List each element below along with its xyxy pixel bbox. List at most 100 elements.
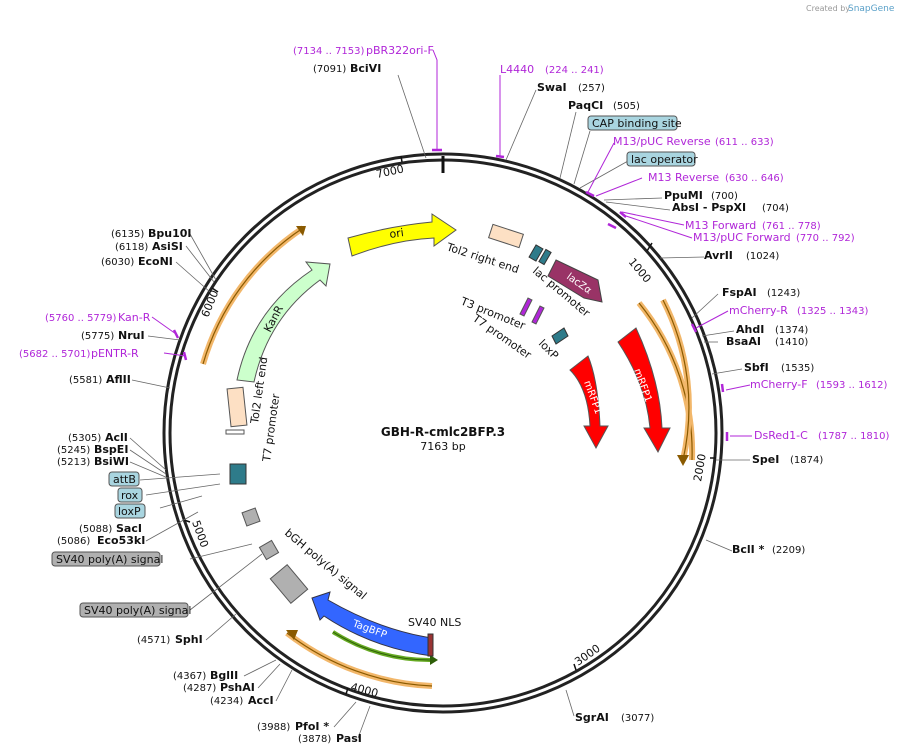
rox-box[interactable]: rox [117,487,143,503]
site-ahdi-name[interactable]: AhdI [736,323,764,336]
orf-arc-green-line [332,631,433,661]
primer-m13-fwd-pos: (761 .. 778) [762,221,821,232]
primer-m13puc-rev-name[interactable]: M13/pUC Reverse [613,135,711,148]
attb-box[interactable]: attB [108,471,140,487]
mrfp1-feature-right [617,327,671,454]
site-bcli-pos: (2209) [772,545,805,556]
site-avrii-name[interactable]: AvrII [704,249,733,262]
sv40-polya-box-1-label: SV40 poly(A) signal [56,553,163,566]
orf-arrow-right [677,455,689,466]
site-pasi-name[interactable]: PasI [336,732,362,745]
lacza-feature [547,259,603,303]
rox-box-label: rox [121,489,139,502]
site-nrui-name[interactable]: NruI [118,329,145,342]
sv40-polya-box-2[interactable]: SV40 poly(A) signal [79,602,191,618]
site-spei-name[interactable]: SpeI [752,453,779,466]
primer-kanr-pos: (5760 .. 5779) [45,313,117,324]
site-sphi-name[interactable]: SphI [175,633,203,646]
primer-pentr-name[interactable]: pENTR-R [91,347,139,360]
bgh-polya-feature [269,563,309,605]
lac-operator-box[interactable]: lac operator [626,151,698,167]
site-pshai-pos: (4287) [183,683,216,694]
site-bcli-name[interactable]: BclI * [732,543,765,556]
primer-m13puc-fwd-pos: (770 .. 792) [796,233,855,244]
tick-group [183,155,716,695]
site-bglii-name[interactable]: BglII [210,669,238,682]
site-saci-name[interactable]: SacI [116,522,142,535]
site-ppumi-pos: (700) [711,191,738,202]
site-bsiwi-name[interactable]: BsiWI [94,455,129,468]
site-pfoi-name[interactable]: PfoI * [295,720,329,733]
site-ahdi-pos: (1374) [775,325,808,336]
site-aflii-name[interactable]: AflII [106,373,131,386]
orf-arc-right-outer-line [638,302,693,461]
sv40-nls-glyph [427,633,434,657]
site-absi-name[interactable]: AbsI - PspXI [672,201,746,214]
primer-m13puc-fwd-name[interactable]: M13/pUC Forward [693,231,791,244]
primer-mcherry-f-name[interactable]: mCherry-F [750,378,808,391]
sv40-polya-box-1[interactable]: SV40 poly(A) signal [51,551,163,567]
cap-box-label: CAP binding site [592,117,682,130]
site-econi-pos: (6030) [101,257,134,268]
mrfp1-label-left: mRFP1 [581,379,603,416]
site-pasi-pos: (3878) [298,734,331,745]
site-acli-name[interactable]: AclI [105,431,128,444]
tol2-right-label: Tol2 right end [444,240,520,276]
primer-m13-rev-name[interactable]: M13 Reverse [648,171,719,184]
site-bcivi-name[interactable]: BciVI [350,62,381,75]
snapgene-logo: SnapGene [848,4,895,14]
primer-mcherry-r-pos: (1325 .. 1343) [797,306,869,317]
sv40-polya-box-2-label: SV40 poly(A) signal [84,604,191,617]
tol2-right-feature [487,223,525,249]
site-sbfi-name[interactable]: SbfI [744,361,769,374]
site-bpu10i-name[interactable]: Bpu10I [148,227,192,240]
site-pshai-name[interactable]: PshAI [220,681,255,694]
site-asisi-pos: (6118) [115,242,148,253]
leader-lines [129,74,750,739]
site-bsaai-name[interactable]: BsaAI [726,335,761,348]
primer-mcherry-r-name[interactable]: mCherry-R [729,304,788,317]
site-pfoi-pos: (3988) [257,722,290,733]
primer-l4440-name[interactable]: L4440 [500,63,534,76]
cap-box[interactable]: CAP binding site [587,115,682,131]
backbone-outer [162,152,724,714]
loxp-box[interactable]: loxP [114,503,146,519]
site-avrii-pos: (1024) [746,251,779,262]
orf-arc-bottom-line [286,632,433,687]
t3-promoter-glyph [519,297,533,317]
site-acci-name[interactable]: AccI [248,694,274,707]
primer-dsred-name[interactable]: DsRed1-C [754,429,808,442]
primer-m13-fwd-name[interactable]: M13 Forward [685,219,756,232]
site-ppumi-name[interactable]: PpuMI [664,189,703,202]
lac-promoter-glyph [528,244,544,262]
plasmid-name: GBH-R-cmlc2BFP.3 [381,425,505,439]
primer-kanr-name[interactable]: Kan-R [118,311,151,324]
loxp-box-label: loxP [118,505,141,518]
site-econi-name[interactable]: EcoNI [138,255,173,268]
primer-m13puc-rev-pos: (611 .. 633) [715,137,774,148]
site-fspai-name[interactable]: FspAI [722,286,757,299]
site-spei-pos: (1874) [790,455,823,466]
tick-7000: 7000 [375,162,405,181]
site-eco53ki-name[interactable]: Eco53kI [97,534,145,547]
site-sgrai-name[interactable]: SgrAI [575,711,609,724]
site-absi-pos: (704) [762,203,789,214]
site-paqci-pos: (505) [613,101,640,112]
primer-pbr322-name[interactable]: pBR322ori-F [366,44,434,57]
attb-glyph [229,463,247,485]
attb-box-label: attB [113,473,136,486]
site-bspei-name[interactable]: BspEI [94,443,128,456]
primer-marks [172,148,729,441]
site-bcivi-pos: (7091) [313,64,346,75]
site-asisi-name[interactable]: AsiSI [152,240,183,253]
orf-arrow-green [430,655,438,665]
primer-pbr322-pos: (7134 .. 7153) [293,46,365,57]
site-swai-name[interactable]: SwaI [537,81,567,94]
orf-arc-right-inner-line [662,299,690,461]
mrfp1-feature-left [569,355,609,450]
site-bsiwi-pos: (5213) [57,457,90,468]
ori-feature [347,213,457,257]
tol2-left-feature [226,386,248,428]
site-paqci-name[interactable]: PaqCI [568,99,603,112]
